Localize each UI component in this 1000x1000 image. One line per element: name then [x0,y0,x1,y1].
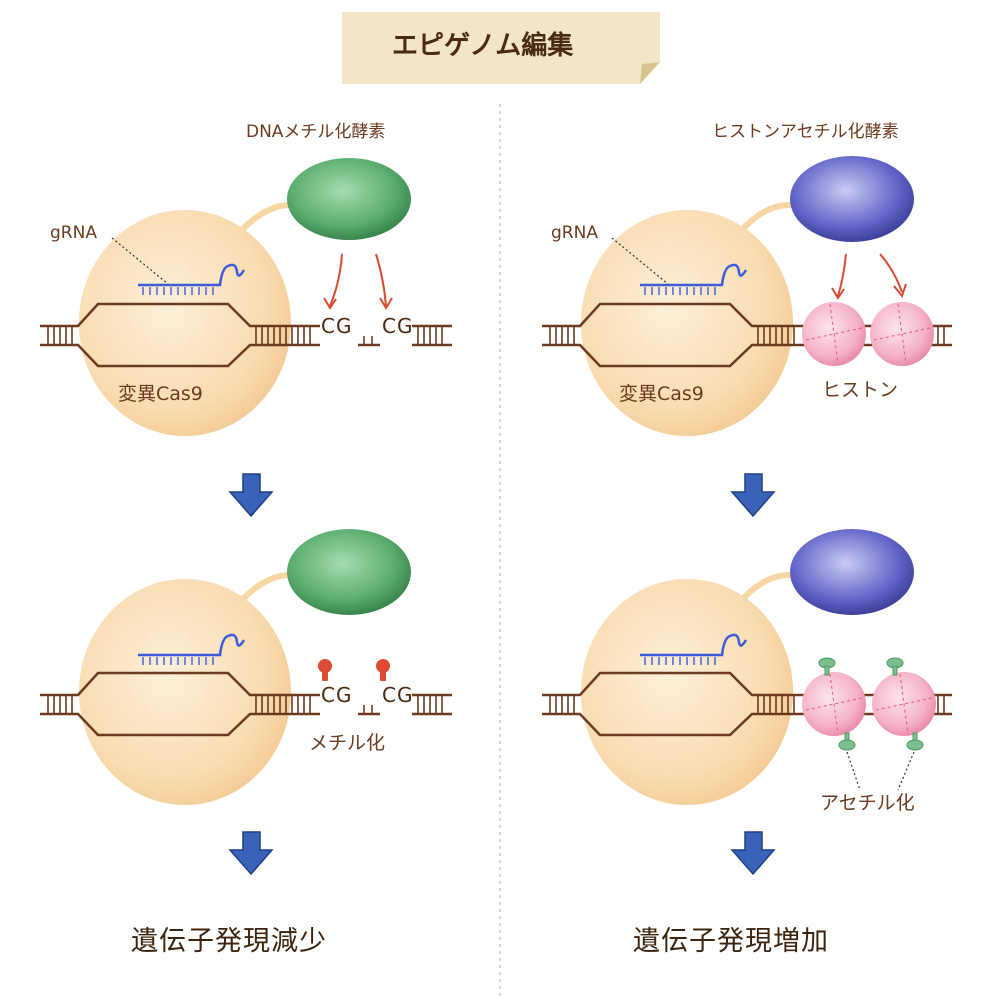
left-top-panel [40,158,452,436]
dna-strand [40,302,452,368]
cg-site: CG [321,314,353,338]
base-pairs [47,327,443,344]
grna-label: gRNA [551,223,598,243]
grna-strand [138,263,246,295]
down-arrow-icon [730,831,776,876]
down-arrow-icon [228,831,274,876]
cas9-label: 変異Cas9 [118,383,203,405]
cas9-protein [79,579,291,805]
down-arrow-icon [730,473,776,518]
grna-pointer-line [111,237,169,285]
right-bottom-panel [542,529,952,805]
histone-pair [802,302,934,366]
grna-label: gRNA [50,223,97,243]
acetylation-label: アセチル化 [820,792,915,814]
histone-label: ヒストン [822,379,899,401]
methyltransferase-enzyme [287,529,411,615]
acetyltransferase-enzyme [790,156,914,242]
result-increase: 遺伝子発現増加 [633,926,829,957]
cg-site: CG [382,683,414,707]
cas9-protein [79,210,291,436]
methyl-marks [318,659,390,681]
cas9-protein [581,579,793,805]
cas9-protein [581,210,793,436]
methyltransferase-enzyme [287,158,411,240]
acetyltransferase-enzyme [790,529,914,615]
histone-pair [802,672,936,736]
down-arrow-icon [228,473,274,518]
cas9-label: 変異Cas9 [619,383,704,405]
methylation-label: メチル化 [309,732,386,754]
title-box [342,12,660,84]
right-top-panel [542,156,952,436]
cg-site: CG [382,314,414,338]
page-title: エピゲノム編集 [392,31,574,61]
enzyme-label-methyltransferase: DNAメチル化酵素 [246,122,386,142]
acetylation-arrows [831,253,907,300]
methylation-arrows [323,253,393,310]
result-decrease: 遺伝子発現減少 [131,926,327,957]
acetyl-marks [818,657,924,751]
left-bottom-panel [40,529,452,805]
enzyme-label-acetyltransferase: ヒストンアセチル化酵素 [712,122,899,142]
cg-site: CG [321,683,353,707]
